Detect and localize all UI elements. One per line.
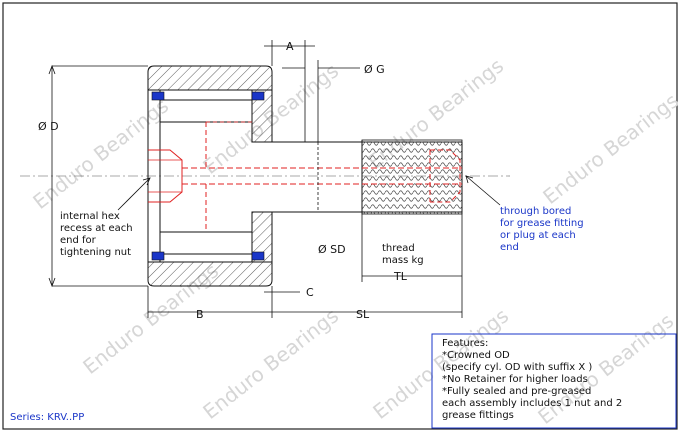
hex-note-line-2: recess at each (60, 223, 133, 234)
series-label: Series: KRV..PP (10, 412, 84, 423)
dim-tl-label: TL (393, 270, 408, 283)
watermark-6: Enduro Bearings (198, 303, 343, 423)
hex-note-line-1: internal hex (60, 211, 120, 222)
feature-line: (specify cyl. OD with suffix X ) (442, 362, 592, 373)
feature-line: *Crowned OD (442, 350, 510, 361)
dimension-lines (48, 40, 463, 318)
feature-line: *Fully sealed and pre-greased (442, 386, 591, 397)
mass-note: mass kg (382, 255, 424, 266)
bore-note-line-1: through bored (500, 206, 571, 217)
dim-a-label: A (286, 40, 294, 53)
features-title: Features: (442, 338, 488, 349)
watermark-1: Enduro Bearings (28, 93, 173, 213)
stud-head (147, 89, 273, 263)
feature-line: grease fittings (442, 410, 514, 421)
leader-lines (117, 175, 501, 211)
dim-c-label: C (306, 286, 314, 299)
thread-section (361, 139, 463, 215)
dim-sl-label: SL (356, 308, 370, 321)
dim-d-label: Ø D (38, 120, 59, 133)
hex-recess (148, 149, 183, 203)
dim-sd-label: Ø SD (318, 243, 346, 256)
bore-note-line-3: or plug at each (500, 230, 576, 241)
feature-line: *No Retainer for higher loads (442, 374, 588, 385)
dim-b-label: B (196, 308, 204, 321)
feature-line: each assembly includes 1 nut and 2 (442, 398, 622, 409)
hex-note-line-4: tightening nut (60, 247, 131, 258)
thread-note: thread (382, 243, 415, 254)
stud-shaft (272, 139, 463, 215)
dim-g-label: Ø G (364, 63, 385, 76)
outer-ring (147, 65, 273, 287)
grease-bore (182, 121, 462, 232)
seals (151, 91, 265, 261)
hex-note-line-3: end for (60, 235, 97, 246)
bore-note-line-2: for grease fitting (500, 218, 584, 229)
bore-note-line-4: end (500, 242, 519, 253)
watermark-4: Enduro Bearings (538, 88, 680, 208)
features-box (431, 333, 677, 429)
